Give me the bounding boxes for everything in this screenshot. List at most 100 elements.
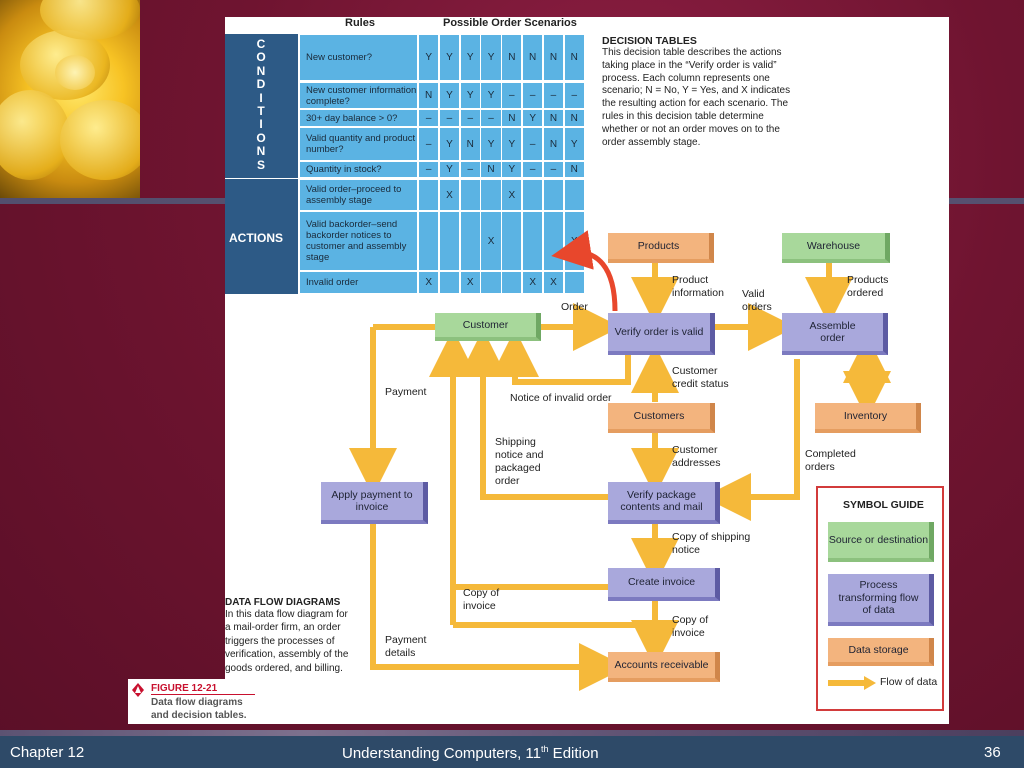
conditions-letter: N (256, 144, 266, 159)
action-value-cell: X (438, 179, 461, 211)
conditions-letter: D (256, 77, 266, 92)
symbol-process: Process transforming flow of data (828, 574, 934, 626)
condition-value-cell: N (522, 34, 544, 81)
verify-package-process: Verify package contents and mail (608, 482, 720, 524)
inventory-storage: Inventory (815, 403, 921, 433)
action-label: Valid order–proceed to assembly stage (299, 179, 418, 211)
action-value-cell: X (480, 211, 502, 271)
symbol-storage: Data storage (828, 638, 934, 666)
label-shipping-notice: Shipping notice and packaged order (495, 436, 544, 487)
flow-arrow-icon (828, 676, 876, 690)
condition-value-cell: – (459, 109, 481, 127)
condition-label: New customer? (299, 34, 418, 81)
figure-caption-line1: Data flow diagrams (151, 697, 243, 708)
label-payment-details: Payment details (385, 634, 427, 659)
page-number: 36 (984, 744, 1001, 761)
logo-icon (132, 683, 144, 697)
condition-value-cell: N (563, 161, 585, 178)
conditions-letter: O (256, 50, 266, 65)
dfd-description: DATA FLOW DIAGRAMS In this data flow dia… (225, 597, 365, 675)
action-value-cell: X (542, 271, 565, 294)
condition-value-cell: Y (480, 34, 502, 81)
label-valid-orders: Valid orders (742, 288, 772, 313)
action-label: Valid backorder–send backorder notices t… (299, 211, 418, 271)
condition-value-cell: – (522, 82, 544, 109)
symbol-source: Source or destination (828, 522, 934, 562)
condition-value-cell: Y (522, 109, 544, 127)
decision-tables-description-line: process. Each column represents one (602, 72, 770, 84)
customer-source: Customer (435, 313, 541, 341)
figure-caption: FIGURE 12-21 Data flow diagrams and deci… (128, 679, 256, 724)
decision-tables-description-line: the resulting action for each scenario. … (602, 98, 789, 110)
action-value-cell: X (418, 271, 440, 294)
condition-value-cell: – (480, 109, 502, 127)
condition-value-cell: N (418, 82, 440, 109)
condition-value-cell: N (563, 109, 585, 127)
condition-value-cell: Y (501, 161, 523, 178)
actions-sidebar: ACTIONS (225, 179, 298, 294)
rules-header: Rules (345, 17, 375, 29)
symbol-guide-title: SYMBOL GUIDE (843, 499, 924, 511)
condition-value-cell: – (522, 127, 544, 161)
condition-value-cell: Y (438, 82, 461, 109)
condition-value-cell: Y (480, 82, 502, 109)
action-value-cell (522, 179, 544, 211)
symbol-guide: SYMBOL GUIDE Source or destination Proce… (816, 486, 944, 711)
action-value-cell: X (501, 179, 523, 211)
condition-value-cell: – (418, 161, 440, 178)
dfd-description-line: goods ordered, and billing. (225, 662, 343, 674)
condition-value-cell: N (542, 34, 565, 81)
dfd-description-line: triggers the processes of (225, 635, 335, 647)
customers-storage: Customers (608, 403, 715, 433)
action-value-cell (563, 271, 585, 294)
footer-title: Understanding Computers, 11th Edition (342, 744, 599, 762)
label-customer-addresses: Customer addresses (672, 444, 721, 469)
figure-number: FIGURE 12-21 (151, 683, 218, 694)
caption-divider (151, 694, 255, 695)
footer-bar (0, 736, 1024, 768)
verify-order-process: Verify order is valid (608, 313, 715, 355)
action-value-cell (480, 179, 502, 211)
condition-value-cell: Y (438, 127, 461, 161)
condition-value-cell: – (501, 82, 523, 109)
decision-tables-description: DECISION TABLES This decision table desc… (602, 35, 822, 149)
warehouse-source: Warehouse (782, 233, 890, 263)
action-value-cell: X (459, 271, 481, 294)
action-value-cell (459, 179, 481, 211)
label-customer-credit-status: Customer credit status (672, 365, 729, 390)
action-value-cell (480, 271, 502, 294)
action-value-cell (542, 179, 565, 211)
condition-value-cell: Y (418, 34, 440, 81)
decision-tables-description-line: rules in this decision table determine (602, 110, 764, 122)
figure-caption-line2: and decision tables. (151, 710, 247, 721)
decision-tables-description-line: This decision table describes the action… (602, 47, 782, 58)
action-value-cell (418, 211, 440, 271)
scenarios-header: Possible Order Scenarios (443, 17, 577, 29)
label-product-information: Product information (672, 274, 724, 299)
dfd-arrows (349, 230, 891, 691)
decision-tables-title: DECISION TABLES (602, 35, 697, 47)
label-payment: Payment (385, 386, 427, 398)
condition-value-cell: N (542, 127, 565, 161)
condition-value-cell: Y (563, 127, 585, 161)
products-storage: Products (608, 233, 714, 263)
condition-value-cell: – (563, 82, 585, 109)
condition-label: Valid quantity and product number? (299, 127, 418, 161)
rose-image (0, 0, 140, 198)
action-value-cell (418, 179, 440, 211)
condition-value-cell: – (542, 82, 565, 109)
condition-value-cell: – (459, 161, 481, 178)
condition-value-cell: – (542, 161, 565, 178)
condition-value-cell: N (501, 34, 523, 81)
action-value-cell: X (522, 271, 544, 294)
conditions-letter: N (256, 63, 266, 78)
condition-value-cell: Y (459, 34, 481, 81)
action-value-cell (501, 211, 523, 271)
apply-payment-process: Apply payment to invoice (321, 482, 428, 524)
action-value-cell (522, 211, 544, 271)
label-completed-orders: Completed orders (805, 448, 856, 473)
action-value-cell (563, 179, 585, 211)
label-copy-shipping-notice: Copy of shipping notice (672, 531, 751, 556)
